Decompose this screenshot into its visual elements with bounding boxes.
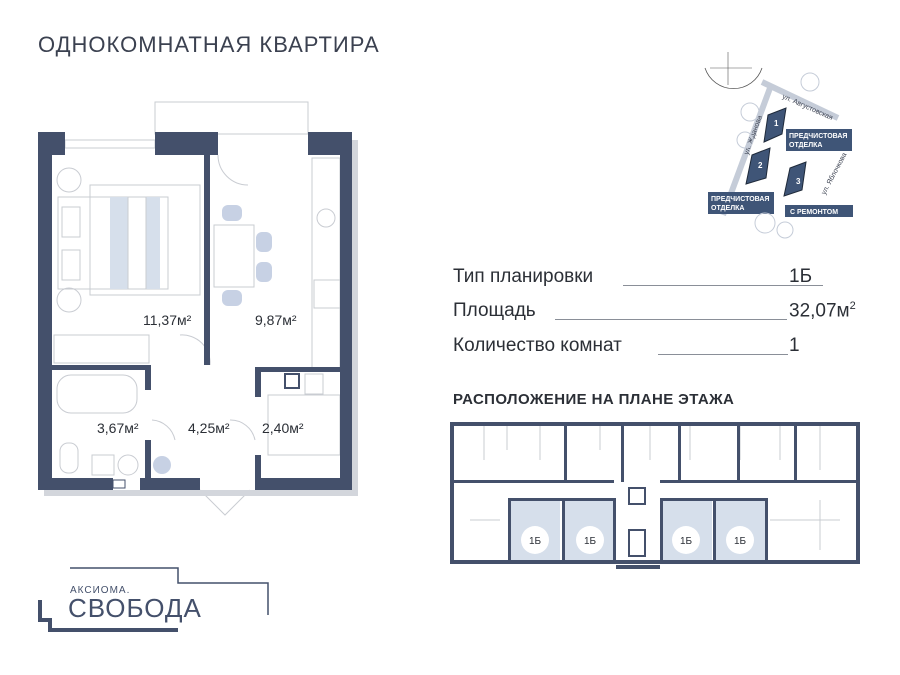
toilet (59, 442, 79, 474)
kitchen-counter (311, 157, 341, 369)
chair (256, 232, 272, 252)
chair (222, 290, 242, 306)
superscript: 2 (849, 300, 856, 312)
bathtub (56, 374, 138, 414)
chair (256, 262, 272, 282)
pillow (61, 206, 81, 238)
spec-label: Площадь (453, 300, 536, 321)
nightstand (56, 287, 82, 313)
walls (38, 132, 352, 490)
boiler (304, 373, 324, 395)
unit-label: 1Б (584, 536, 597, 547)
spec-value: 1 (789, 335, 800, 356)
tag-line: ОТДЕЛКА (711, 205, 744, 212)
sink (91, 454, 115, 476)
room-area-kitchen: 9,87м² (255, 312, 297, 328)
spec-label: Тип планировки (453, 266, 594, 287)
building-3 (783, 161, 807, 197)
unit-label: 1Б (680, 536, 693, 547)
rug (89, 184, 201, 296)
building-1 (763, 107, 787, 143)
building-number: 3 (796, 177, 801, 186)
pillow (61, 249, 81, 281)
building-number: 2 (758, 161, 763, 170)
unit-label: 1Б (734, 536, 747, 547)
room-area-storage: 2,40м² (262, 420, 304, 436)
logo-main: СВОБОДА (68, 593, 202, 623)
tag-line: ПРЕДЧИСТОВАЯ (789, 133, 847, 140)
spec-row-rooms: Количество комнат 1 (453, 335, 873, 361)
dining-table (213, 224, 255, 288)
spec-value: 32,07м (789, 300, 850, 322)
room-area-bathroom: 3,67м² (97, 420, 139, 436)
vent (112, 479, 126, 489)
spec-label: Количество комнат (453, 335, 622, 356)
tag-line: ПРЕДЧИСТОВАЯ (711, 196, 769, 203)
door-swing (217, 154, 249, 186)
building-number: 1 (774, 119, 779, 128)
spec-value: 1Б (789, 266, 813, 287)
wardrobe (53, 334, 150, 364)
chair (222, 205, 242, 221)
balcony (154, 101, 309, 135)
pouf (153, 456, 171, 474)
street-label: ул. Яблочкова (820, 151, 849, 196)
street-label: ул. Августовская (781, 93, 834, 122)
stove (313, 279, 341, 309)
room-area-bedroom: 11,37м² (143, 312, 192, 328)
unit-label: 1Б (529, 536, 542, 547)
sink (316, 208, 336, 228)
entrance-door (199, 489, 251, 516)
blanket-fold (127, 196, 147, 290)
spec-row-layout-type: Тип планировки 1Б (453, 266, 873, 292)
spec-row-area: Площадь 32,07м2 (453, 300, 873, 326)
logo-top: АКСИОМА. (70, 585, 130, 596)
building-2 (745, 147, 771, 185)
apartment-plan (38, 101, 358, 516)
appliance (284, 373, 300, 389)
site-map: ул. Августовская ул. Жданова ул. Яблочко… (704, 52, 853, 239)
door-swing (151, 419, 176, 441)
nightstand (56, 167, 82, 193)
window (64, 139, 156, 149)
tag-line: С РЕМОНТОМ (790, 209, 838, 216)
door-swing (229, 419, 256, 441)
floor-plan-title: РАСПОЛОЖЕНИЕ НА ПЛАНЕ ЭТАЖА (453, 391, 735, 408)
compass-icon (704, 67, 763, 89)
page-title: ОДНОКОМНАТНАЯ КВАРТИРА (38, 32, 380, 57)
room-area-hallway: 4,25м² (188, 420, 230, 436)
washing-machine (117, 454, 139, 476)
tag-line: ОТДЕЛКА (789, 142, 822, 149)
logo: АКСИОМА. СВОБОДА (38, 567, 269, 632)
floor-plan: 1Б 1Б 1Б 1Б (450, 422, 860, 569)
